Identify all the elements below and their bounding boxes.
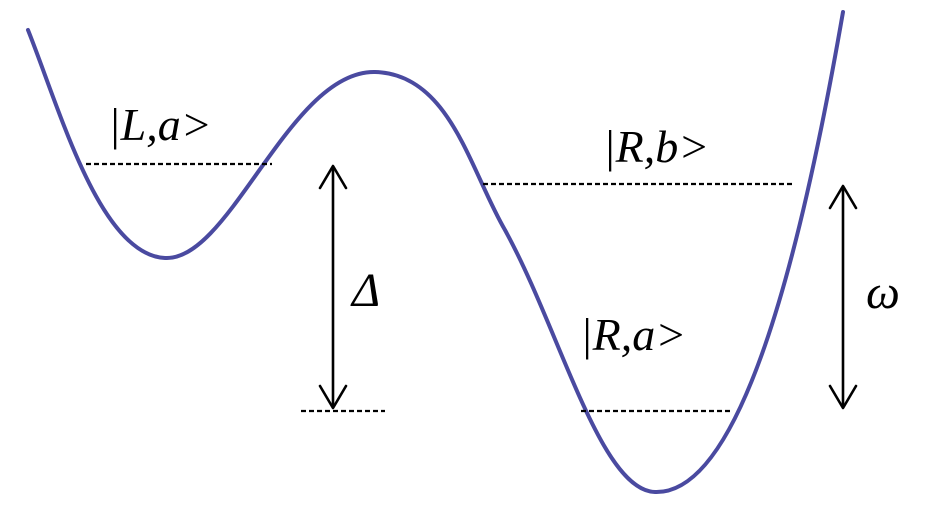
delta-arrow	[318, 164, 348, 410]
double-well-potential-curve	[26, 10, 845, 495]
omega-symbol: ω	[866, 266, 900, 319]
delta-symbol: Δ	[350, 264, 380, 317]
omega-arrow	[828, 184, 858, 410]
state-label-left-a: |L,a>	[108, 99, 212, 150]
state-label-right-a: |R,a>	[580, 309, 686, 360]
state-label-right-b: |R,b>	[603, 121, 709, 172]
